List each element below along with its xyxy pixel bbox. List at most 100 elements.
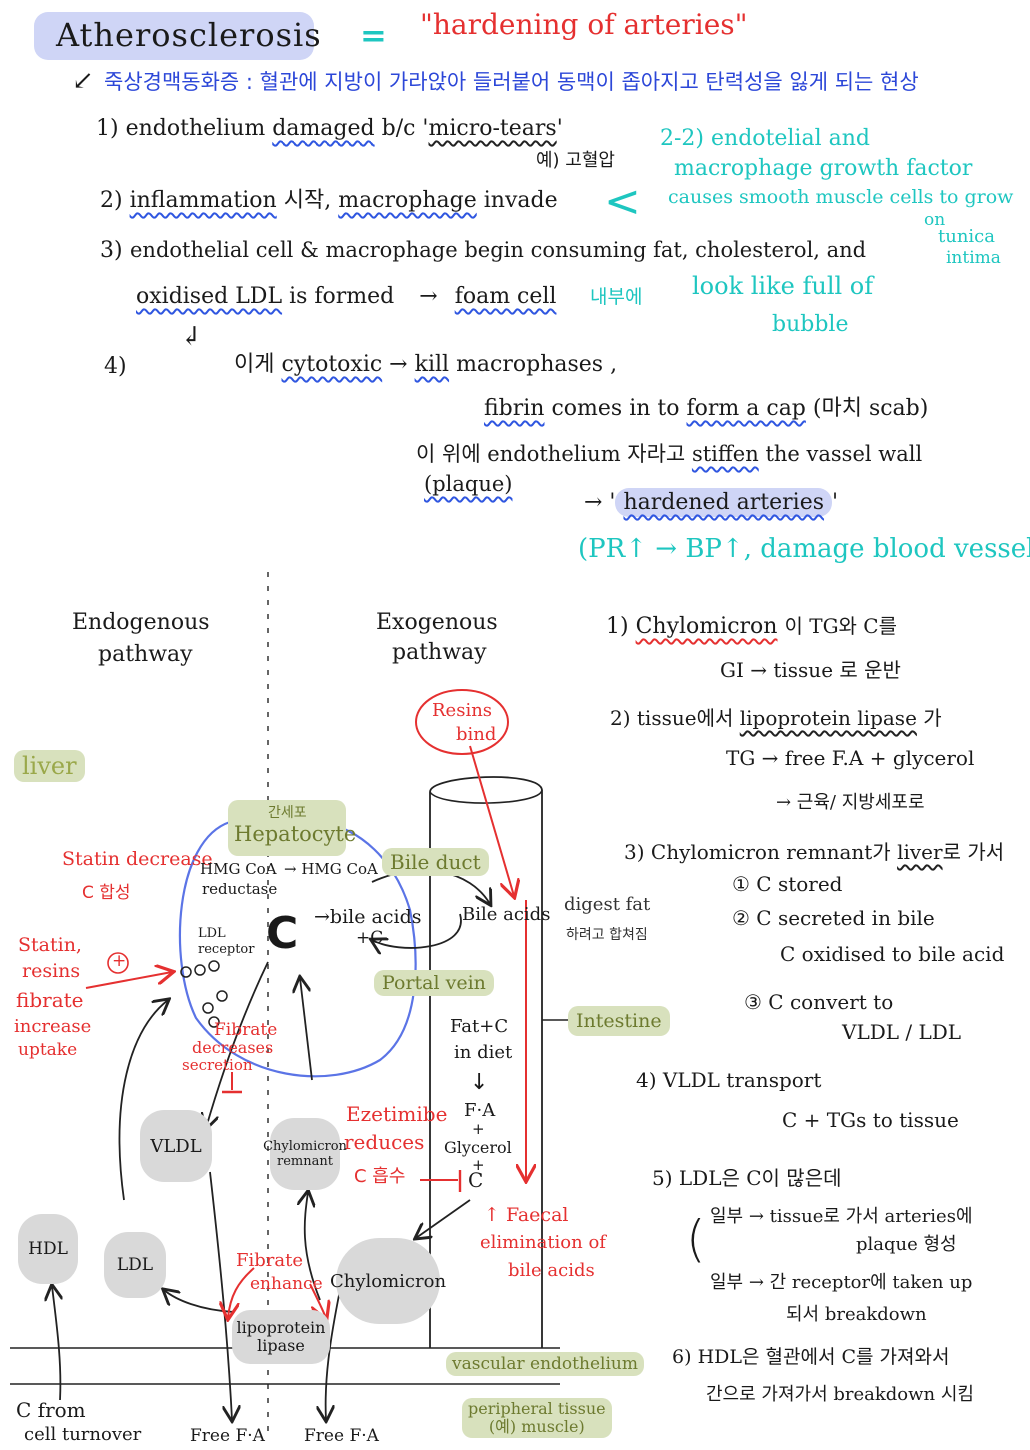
step-4: 이게 cytotoxic → kill macrophases , bbox=[234, 352, 618, 377]
cholesterol-c: C bbox=[266, 908, 299, 959]
plus-c: +C bbox=[356, 928, 384, 948]
hdl-particle: HDL bbox=[18, 1214, 78, 1284]
step-4-hardened: → 'hardened arteries' bbox=[584, 488, 839, 517]
side-note-line-1: 2-2) endotelial and bbox=[660, 126, 870, 151]
title-equals: = bbox=[360, 16, 387, 54]
note-3-1: ① C stored bbox=[732, 872, 843, 896]
note-5-b: 일부 → tissue로 가서 arteries에 bbox=[710, 1206, 973, 1227]
note-6: 6) HDL은 혈관에서 C를 가져와서 bbox=[672, 1346, 950, 1368]
fibrate-decreases-3: secretion bbox=[182, 1056, 253, 1074]
note-5-d: 일부 → 간 receptor에 taken up bbox=[710, 1272, 973, 1293]
free-fa-2: Free F·A bbox=[304, 1426, 379, 1446]
note-1-b: GI → tissue 로 운반 bbox=[720, 658, 901, 682]
note-3-3b: VLDL / LDL bbox=[842, 1020, 962, 1044]
uptake-label: uptake bbox=[18, 1040, 78, 1060]
fibrate-decreases-2: decreases bbox=[192, 1038, 274, 1057]
side-note-line-5: tunica bbox=[938, 226, 995, 247]
bile-duct-label: Bile duct bbox=[382, 848, 489, 876]
note-1: 1) Chylomicron 이 TG와 C를 bbox=[606, 614, 898, 639]
note-5: 5) LDL은 C이 많은데 bbox=[652, 1166, 842, 1190]
peripheral-tissue-label: peripheral tissue (예) muscle) bbox=[462, 1398, 612, 1438]
side-note-line-4: on bbox=[924, 210, 946, 230]
note-3-3: ③ C convert to bbox=[744, 990, 894, 1014]
note-5-brace: ( bbox=[686, 1210, 706, 1268]
note-3-2: ② C secreted in bile bbox=[732, 906, 935, 930]
note-5-c: plaque 형성 bbox=[856, 1234, 957, 1255]
note-4: 4) VLDL transport bbox=[636, 1068, 822, 1092]
side-note-line-6: intima bbox=[946, 248, 1001, 268]
resins-left: resins bbox=[22, 960, 81, 982]
free-fa-1: Free F·A bbox=[190, 1426, 265, 1446]
endogenous-label: Endogenous bbox=[72, 610, 210, 635]
side-note-line-2: macrophage growth factor bbox=[674, 156, 973, 181]
step-2: 2) inflammation 시작, macrophage invade bbox=[100, 188, 558, 213]
statin-decrease: Statin decrease bbox=[62, 848, 213, 870]
step-4-line-2: fibrin comes in to form a cap (마치 scab) bbox=[484, 396, 929, 421]
fibrate-left: fibrate bbox=[16, 988, 84, 1012]
step-4-plaque: (plaque) bbox=[424, 472, 513, 496]
c-synthesis: C 합성 bbox=[82, 883, 131, 903]
hmg-coa-2: → HMG CoA bbox=[284, 860, 378, 878]
note-3: 3) Chylomicron remnant가 liver로 가서 bbox=[624, 840, 1005, 864]
note-2-b: TG → free F.A + glycerol bbox=[726, 746, 975, 770]
faecal-2: elimination of bbox=[480, 1232, 606, 1253]
step-3-num: 3) bbox=[100, 238, 123, 263]
ldl-receptor: LDL bbox=[198, 926, 226, 941]
korean-definition: 죽상경맥동화증 : 혈관에 지방이 가라앉아 들러붙어 동맥이 좁아지고 탄력성… bbox=[104, 70, 919, 94]
intestine-label: Intestine bbox=[568, 1006, 670, 1036]
step-3-note-kr: 내부에 bbox=[590, 286, 643, 308]
step-1: 1) endothelium damaged b/c 'micro-tears' bbox=[96, 116, 563, 141]
step-4-result: (PR↑ → BP↑, damage blood vessel) bbox=[578, 534, 1030, 564]
in-diet: in diet bbox=[454, 1042, 513, 1063]
step-3-line-2: oxidised LDL is formed → foam cell bbox=[136, 284, 557, 309]
side-note-bracket: < bbox=[604, 176, 641, 227]
note-6-b: 간으로 가져가서 breakdown 시킴 bbox=[706, 1384, 974, 1405]
side-note-line-3: causes smooth muscle cells to grow bbox=[668, 186, 1014, 208]
bile-acids-2: Bile acids bbox=[462, 904, 551, 925]
cell-turnover-label: cell turnover bbox=[24, 1424, 142, 1445]
vascular-endothelium-label: vascular endothelium bbox=[446, 1352, 644, 1376]
reduces: reduces bbox=[344, 1130, 425, 1154]
step-3-note-2: bubble bbox=[772, 312, 849, 337]
title-highlight bbox=[34, 12, 314, 60]
step-1-note: 예) 고혈압 bbox=[536, 150, 615, 171]
portal-vein-label: Portal vein bbox=[374, 970, 494, 996]
note-3-2b: C oxidised to bile acid bbox=[780, 942, 1005, 966]
c-from-label: C from bbox=[16, 1398, 86, 1422]
plus-2: + bbox=[472, 1156, 485, 1174]
plus-marker: + bbox=[112, 951, 127, 971]
reductase: reductase bbox=[202, 880, 278, 898]
exogenous-label-2: pathway bbox=[392, 640, 487, 665]
page-title: Atherosclerosis bbox=[56, 16, 322, 54]
digest-fat: digest fat bbox=[564, 894, 651, 915]
step-4-line-3: 이 위에 endothelium 자라고 stiffen the vassel … bbox=[416, 442, 923, 466]
fibrate-decreases-1: Fibrate bbox=[214, 1020, 278, 1040]
increase-label: increase bbox=[14, 1016, 92, 1037]
note-2: 2) tissue에서 lipoprotein lipase 가 bbox=[610, 706, 942, 730]
hepatocyte-highlight bbox=[228, 800, 346, 856]
bind-label: bind bbox=[456, 724, 497, 745]
fibrate-enhance-1: Fibrate bbox=[236, 1250, 303, 1271]
resins-label: Resins bbox=[432, 700, 493, 721]
note-2-c: → 근육/ 지방세포로 bbox=[776, 792, 925, 813]
ldl-particle: LDL bbox=[104, 1232, 166, 1298]
digest-fat-kr: 하려고 합쳐짐 bbox=[566, 927, 648, 943]
bile-acids-1: →bile acids bbox=[314, 906, 422, 928]
fatty-acid: F·A bbox=[464, 1100, 496, 1121]
diet-arrow: ↓ bbox=[470, 1070, 489, 1095]
c-diet: C bbox=[468, 1168, 484, 1192]
note-4-b: C + TGs to tissue bbox=[782, 1108, 959, 1132]
step-3: endothelial cell & macrophage begin cons… bbox=[130, 238, 867, 262]
hmg-coa: HMG CoA bbox=[200, 860, 277, 878]
hepatocyte-kr: 간세포 bbox=[268, 805, 307, 821]
definition-arrow: ↙ bbox=[72, 66, 94, 96]
fat-c: Fat+C bbox=[450, 1016, 509, 1037]
chylomicron-particle: Chylomicron bbox=[330, 1238, 446, 1324]
hepatocyte-label: Hepatocyte bbox=[234, 822, 357, 846]
glycerol: Glycerol bbox=[444, 1138, 512, 1157]
statin-left: Statin, bbox=[18, 934, 82, 956]
vldl-particle: VLDL bbox=[140, 1110, 212, 1182]
endogenous-label-2: pathway bbox=[98, 642, 193, 667]
liver-label: liver bbox=[14, 750, 85, 782]
